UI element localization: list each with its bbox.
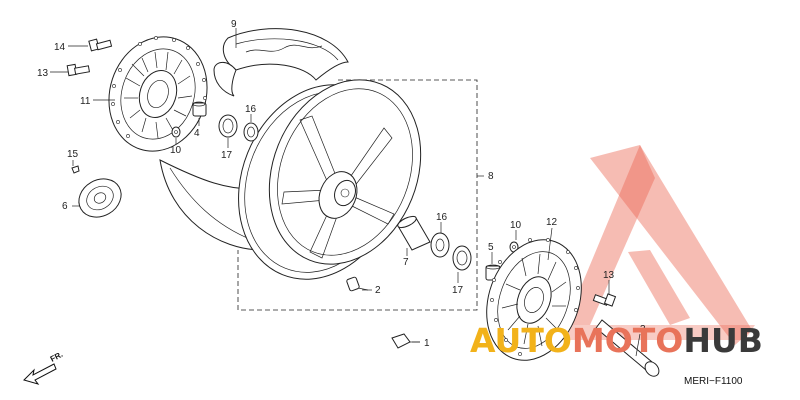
front-axle (595, 319, 660, 377)
callout-12: 12 (546, 217, 558, 228)
watermark-wordmark: AUTOMOTOHUB (470, 321, 763, 360)
callout-11: 11 (80, 96, 91, 107)
bearing-17-left (218, 114, 238, 138)
callout-16-left: 16 (245, 104, 257, 115)
callout-14: 14 (54, 42, 66, 53)
bolt-13-right (592, 293, 617, 307)
bearing-16-left (243, 122, 259, 142)
bearing-16-right (430, 232, 450, 258)
diagram-code: MERI−F1100 (684, 376, 743, 387)
callout-6: 6 (62, 201, 68, 212)
callout-7: 7 (403, 257, 409, 268)
leader-lines (50, 28, 641, 357)
watermark-hub: HUB (683, 321, 763, 360)
wheel-rim (238, 79, 422, 280)
callout-9: 9 (231, 19, 237, 30)
balance-weight (391, 333, 420, 349)
bearing-17-right (452, 245, 472, 271)
seal-10-left (171, 126, 181, 138)
tire (159, 28, 349, 251)
speedometer-gear (78, 178, 122, 218)
callout-4: 4 (194, 128, 200, 139)
callout-17-right: 17 (452, 285, 464, 296)
screw-15 (71, 165, 80, 174)
front-direction-label: FR. (49, 350, 65, 364)
callout-8: 8 (488, 171, 494, 182)
front-direction-arrow: FR. (23, 350, 65, 385)
watermark-moto: MOTO (572, 321, 683, 360)
watermark-triangle-logo (560, 145, 755, 345)
brake-disc-left (108, 36, 208, 152)
callout-10-right: 10 (510, 220, 522, 231)
brake-disc-right (486, 238, 582, 361)
callout-16-right: 16 (436, 212, 448, 223)
bearing-4 (192, 101, 207, 117)
callout-13-left: 13 (37, 68, 49, 79)
assembly-frame (237, 79, 484, 311)
callout-3: 3 (640, 324, 646, 335)
seal-10-right (509, 241, 519, 253)
collar-spacer (397, 215, 431, 251)
callout-5: 5 (488, 242, 494, 253)
valve-stem (346, 276, 369, 292)
callout-15: 15 (67, 149, 79, 160)
callout-13-right: 13 (603, 270, 615, 281)
watermark-auto: AUTO (470, 321, 572, 360)
callout-17-left: 17 (221, 150, 233, 161)
callout-labels: 9 14 13 11 4 10 16 17 15 6 8 7 16 17 5 1… (37, 19, 646, 349)
bolt-13-left (66, 63, 90, 77)
callout-10-left: 10 (170, 145, 182, 156)
bolt-14 (88, 38, 113, 52)
callout-1: 1 (424, 338, 430, 349)
callout-2: 2 (375, 285, 381, 296)
